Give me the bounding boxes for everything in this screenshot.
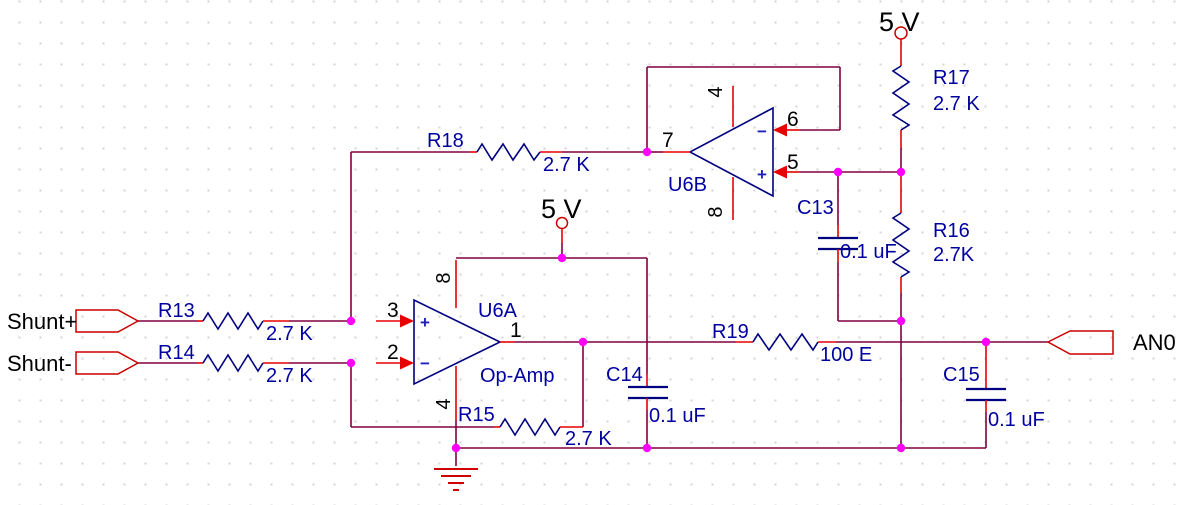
port-an0-label: AN0 — [1133, 330, 1176, 355]
r15-ref: R15 — [458, 404, 495, 426]
pin-arrow-icon — [400, 314, 414, 328]
resistor-r14[interactable]: R14 2.7 K — [158, 342, 313, 387]
pin-arrow-icon — [773, 165, 787, 179]
resistor-r16[interactable]: R16 2.7K — [891, 176, 975, 293]
net-wires — [138, 66, 1048, 466]
ground-symbol[interactable] — [434, 468, 478, 491]
c14-value: 0.1 uF — [649, 405, 706, 427]
r13-value: 2.7 K — [266, 323, 313, 345]
power-5v-top-right-label: 5 V — [879, 7, 920, 37]
c13-ref: C13 — [797, 197, 834, 219]
junction-dot — [981, 337, 991, 347]
u6a-plus-sign: + — [420, 313, 430, 332]
port-shunt-plus-label: Shunt+ — [7, 309, 77, 334]
port-an0[interactable]: AN0 — [1046, 330, 1176, 355]
c15-value: 0.1 uF — [988, 409, 1045, 431]
capacitor-c15[interactable]: C15 0.1 uF — [943, 345, 1045, 431]
pin-arrow-icon — [400, 356, 414, 370]
u6b-ref: U6B — [668, 174, 707, 196]
port-shunt-plus[interactable]: Shunt+ — [7, 309, 140, 334]
r19-value: 100 E — [820, 344, 872, 366]
resistor-r18[interactable]: R18 2.7 K — [427, 130, 590, 176]
u6b-pin8-number: 8 — [705, 206, 727, 217]
pin-arrow-icon — [773, 123, 787, 137]
resistor-r13[interactable]: R13 2.7 K — [158, 300, 313, 345]
r14-value: 2.7 K — [266, 365, 313, 387]
resistor-r17[interactable]: R17 2.7 K — [891, 65, 980, 148]
u6a-pin1-number: 1 — [510, 319, 522, 342]
resistor-body[interactable] — [752, 332, 819, 352]
junction-dot — [346, 358, 356, 368]
u6b-pin7-number: 7 — [662, 129, 674, 152]
port-shunt-minus-shape[interactable] — [75, 351, 140, 375]
u6a-pin2-number: 2 — [387, 341, 399, 364]
resistor-body[interactable] — [202, 311, 264, 331]
resistor-r15[interactable]: R15 2.7 K — [458, 404, 612, 450]
resistor-body[interactable] — [202, 353, 264, 373]
opamp-u6b[interactable]: − + 6 5 7 4 8 U6B — [662, 86, 800, 220]
u6b-plus-sign: + — [757, 165, 767, 184]
u6b-pin5-number: 5 — [787, 151, 799, 174]
junction-dot — [896, 316, 906, 326]
resistor-body[interactable] — [476, 142, 541, 162]
opamp-u6a[interactable]: + − 3 2 1 8 4 U6A Op-Amp — [376, 260, 554, 420]
power-5v-above-u6a[interactable]: 5 V — [541, 194, 582, 243]
r17-ref: R17 — [933, 67, 970, 89]
capacitor-c14[interactable]: C14 0.1 uF — [606, 364, 706, 427]
resistor-body[interactable] — [891, 212, 911, 278]
r17-value: 2.7 K — [933, 93, 980, 115]
r16-ref: R16 — [933, 220, 970, 242]
port-shunt-minus-label: Shunt- — [7, 351, 72, 376]
u6b-pin6-number: 6 — [787, 108, 799, 131]
junction-dots — [346, 147, 991, 453]
junction-dot — [578, 337, 588, 347]
u6a-subtitle: Op-Amp — [480, 365, 554, 387]
junction-dot — [896, 443, 906, 453]
junction-dot — [346, 316, 356, 326]
power-5v-top-right[interactable]: 5 V — [879, 7, 920, 66]
resistor-r19[interactable]: R19 100 E — [712, 321, 872, 366]
u6b-pin4-number: 4 — [705, 86, 727, 97]
u6a-pin4-number: 4 — [433, 398, 455, 409]
opamp-triangle[interactable] — [688, 106, 774, 198]
r15-value: 2.7 K — [565, 428, 612, 450]
c15-ref: C15 — [943, 364, 980, 386]
r18-ref: R18 — [427, 130, 464, 152]
resistor-body[interactable] — [891, 65, 911, 131]
r19-ref: R19 — [712, 321, 749, 343]
capacitor-c13[interactable]: C13 0.1 uF — [797, 197, 897, 263]
resistor-body[interactable] — [499, 417, 561, 437]
u6a-minus-sign: − — [420, 354, 430, 373]
c14-ref: C14 — [606, 364, 643, 386]
port-shunt-plus-shape[interactable] — [75, 309, 140, 333]
junction-dot — [642, 147, 652, 157]
power-5v-above-u6a-label: 5 V — [541, 194, 582, 224]
port-shunt-minus[interactable]: Shunt- — [7, 351, 140, 376]
junction-dot — [451, 443, 461, 453]
port-an0-shape[interactable] — [1046, 330, 1114, 355]
r18-value: 2.7 K — [543, 154, 590, 176]
u6a-pin3-number: 3 — [387, 299, 399, 322]
u6a-ref: U6A — [478, 300, 518, 322]
junction-dot — [557, 253, 567, 263]
c13-value: 0.1 uF — [840, 241, 897, 263]
u6b-minus-sign: − — [757, 122, 767, 141]
r14-ref: R14 — [158, 342, 195, 364]
junction-dot — [642, 443, 652, 453]
opamp-triangle[interactable] — [413, 298, 502, 386]
junction-dot — [896, 167, 906, 177]
junction-dot — [833, 167, 843, 177]
r13-ref: R13 — [158, 300, 195, 322]
u6a-pin8-number: 8 — [433, 272, 455, 283]
r16-value: 2.7K — [933, 244, 975, 266]
